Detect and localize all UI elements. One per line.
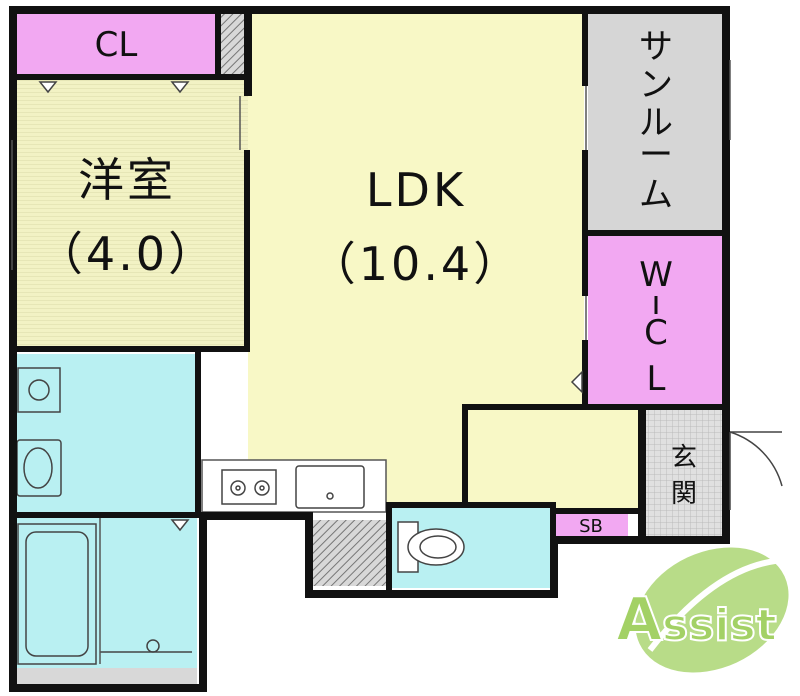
sunroom-floor [588,12,722,232]
hall-floor [464,410,640,510]
svg-text:ル: ル [639,103,673,143]
toilet-icon [397,521,465,573]
pipe-shaft [219,12,248,76]
walls [9,6,730,692]
western-room-floor [15,80,248,350]
washing-machine-icon [17,367,61,413]
shoe-box-fill [556,514,628,536]
svg-text:玄: 玄 [671,443,697,473]
svg-text:ム: ム [639,175,673,215]
svg-text:ン: ン [639,65,673,105]
stove-icon [221,469,277,505]
bathtub-icon [17,523,97,665]
ldk-label: LDK [366,163,466,217]
shower-icon [100,639,192,653]
svg-text:サ: サ [639,27,673,67]
svg-text:ー: ー [639,135,673,175]
svg-text:C: C [644,313,668,353]
svg-text:W: W [639,255,673,295]
sink-icon [295,465,365,509]
assist-logo: A ssist [615,547,791,673]
wic-floor [588,236,722,406]
ldk-size: （10.4） [310,237,522,291]
western-room-size: （4.0） [37,227,217,281]
western-room-label: 洋室 [78,153,176,207]
entrance-door [729,431,783,510]
interior-lines [11,60,731,664]
shoe-box-label: SB [579,516,603,537]
bathroom-floor [15,518,197,668]
bathroom-strip [15,668,197,684]
logo-letter-a: A [616,585,663,655]
sunroom-label: サ ン ル ー ム [639,27,673,215]
entrance-label: 玄 関 [671,443,697,509]
shaft-2 [312,520,388,586]
door-markers [38,81,583,532]
logo-text: ssist [662,600,777,651]
washroom-floor [15,354,197,514]
closet-floor [15,12,217,76]
entrance-floor [646,410,722,536]
svg-text:関: 関 [671,479,697,509]
svg-text:L: L [647,359,666,399]
closet-label: CL [95,25,138,65]
wic-label: W C L [639,255,673,399]
logo-leaf [635,547,789,673]
